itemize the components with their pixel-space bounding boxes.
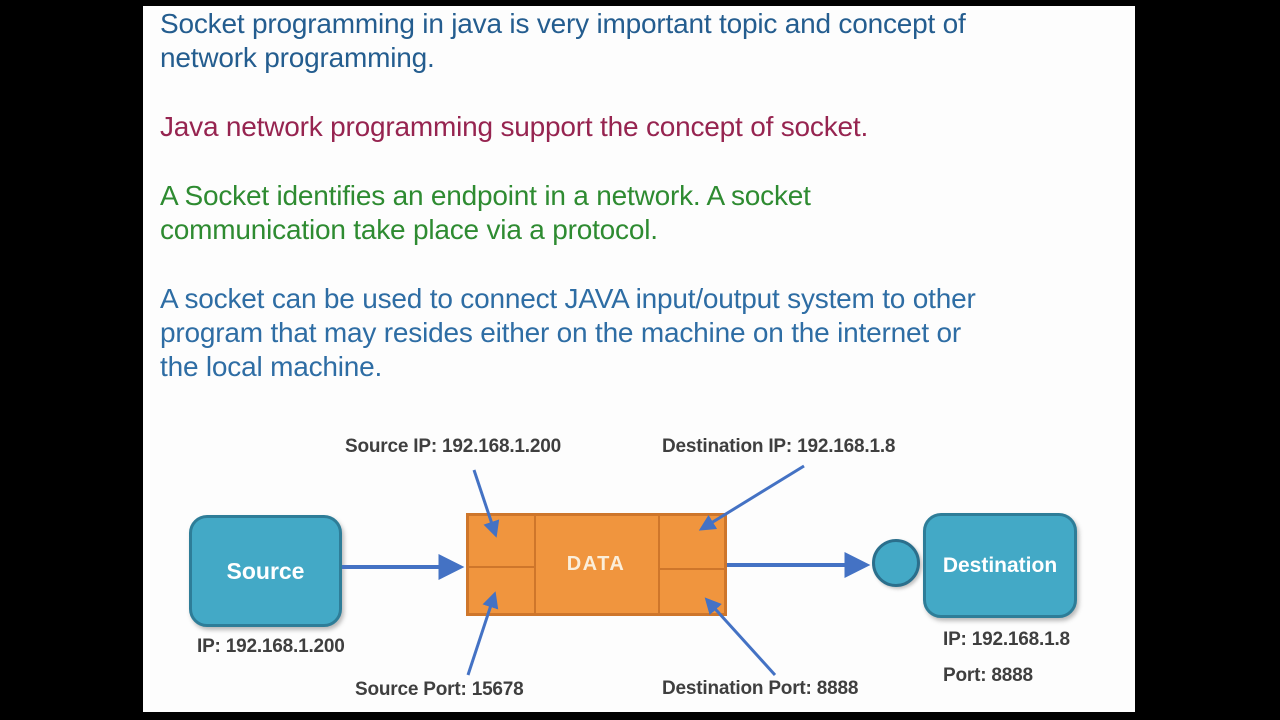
packet-divider-left-mid xyxy=(469,566,534,568)
slide-text-column: Socket programming in java is very impor… xyxy=(160,7,1120,419)
packet-divider-right xyxy=(658,516,660,613)
data-packet-label: DATA xyxy=(566,553,626,575)
destination-node: Destination xyxy=(923,513,1077,618)
destination-node-label: Destination xyxy=(942,553,1058,577)
source-node-label: Source xyxy=(226,557,305,584)
label-source-ip-below: IP: 192.168.1.200 xyxy=(197,636,345,657)
label-destination-port: Destination Port: 8888 xyxy=(662,678,859,699)
paragraph-socket-endpoint: A Socket identifies an endpoint in a net… xyxy=(160,180,811,245)
label-source-ip-top: Source IP: 192.168.1.200 xyxy=(345,436,561,457)
label-destination-ip-below: IP: 192.168.1.8 xyxy=(943,629,1070,650)
socket-endpoint-circle xyxy=(872,539,920,587)
source-node: Source xyxy=(189,515,342,627)
label-destination-ip-top: Destination IP: 192.168.1.8 xyxy=(662,436,896,457)
packet-divider-right-mid xyxy=(658,568,724,570)
paragraph-socket-intro: Socket programming in java is very impor… xyxy=(160,8,966,73)
label-source-port: Source Port: 15678 xyxy=(355,679,524,700)
label-destination-port-below: Port: 8888 xyxy=(943,665,1033,686)
paragraph-java-support: Java network programming support the con… xyxy=(160,111,869,142)
paragraph-socket-usage: A socket can be used to connect JAVA inp… xyxy=(160,283,976,382)
data-packet-box: DATA xyxy=(466,513,727,616)
slide: Socket programming in java is very impor… xyxy=(143,6,1135,712)
packet-divider-left xyxy=(534,516,536,613)
